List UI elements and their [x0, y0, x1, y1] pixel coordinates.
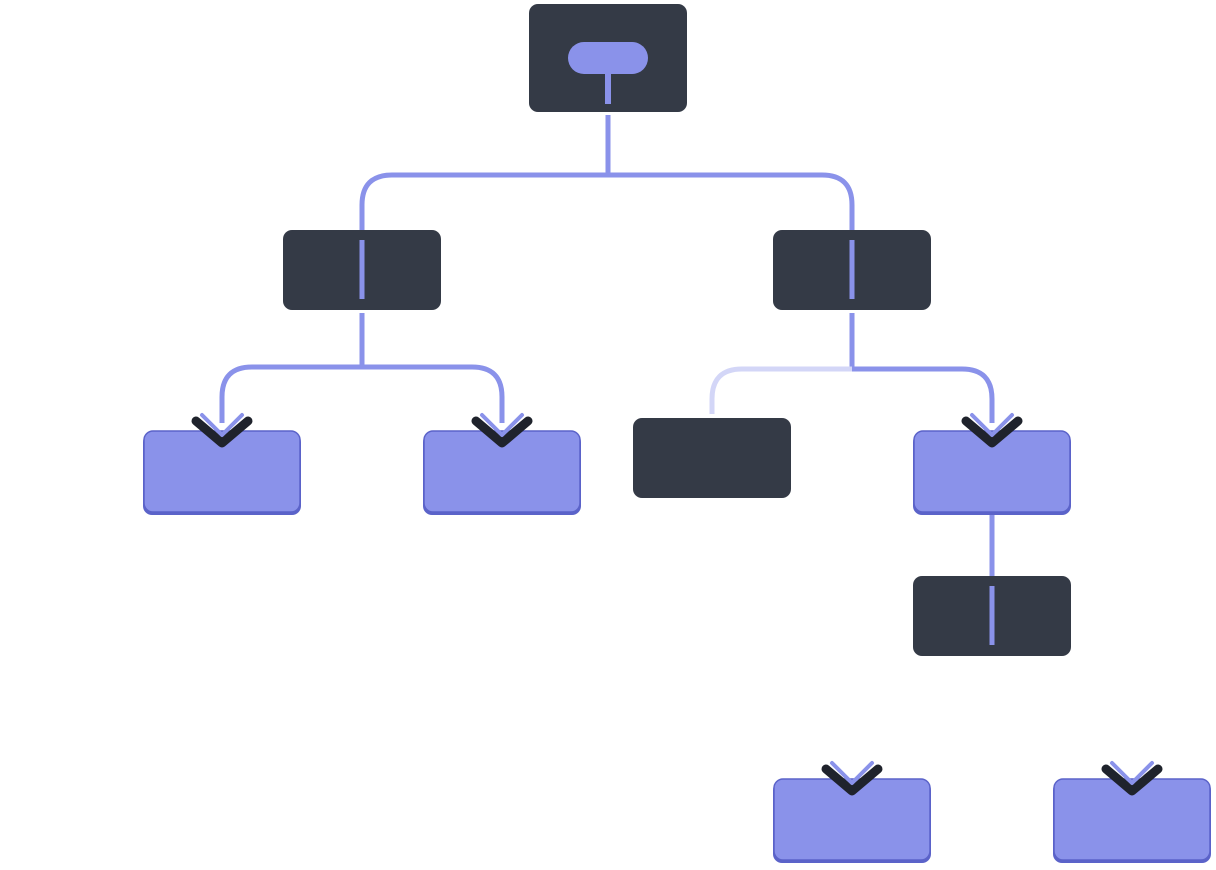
- edge-branch: [608, 172, 855, 230]
- edge-branch: [219, 364, 362, 423]
- leaf-node: [1053, 778, 1211, 861]
- arrow-head-shadow: [821, 764, 883, 796]
- leaf-node: [143, 430, 301, 513]
- arrow-head-shadow: [191, 416, 253, 448]
- leaf-node: [423, 430, 581, 513]
- arrow-head: [830, 761, 874, 785]
- leaf-node: [913, 430, 1071, 513]
- edge-branch: [362, 364, 505, 423]
- arrow-head: [200, 413, 244, 437]
- leaf-node: [773, 778, 931, 861]
- arrow-head: [1110, 761, 1154, 785]
- arrow-head: [970, 413, 1014, 437]
- arrow-head-shadow: [1101, 764, 1163, 796]
- edges-layer: [219, 115, 995, 576]
- dark-node: [633, 418, 791, 498]
- arrow-head-shadow: [961, 416, 1023, 448]
- edge-faded: [709, 366, 852, 414]
- nodes-layer: [143, 4, 1211, 863]
- arrow-head-shadow: [471, 416, 533, 448]
- arrow-head: [480, 413, 524, 437]
- edge-branch: [359, 172, 608, 230]
- arrows-layer: [191, 413, 1163, 796]
- edge-branch: [852, 366, 995, 423]
- pill-marker: [568, 42, 648, 74]
